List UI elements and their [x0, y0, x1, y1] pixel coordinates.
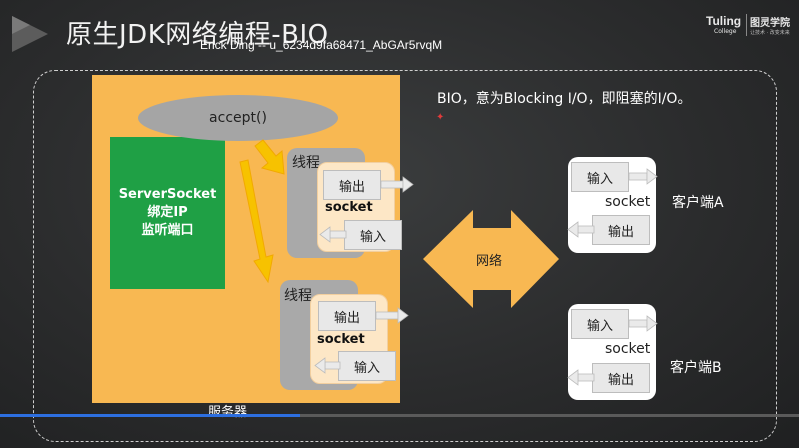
client-b-name: 客户端B [670, 360, 722, 376]
client-b-socket-label: socket [605, 341, 651, 357]
server-socket-panel: ServerSocket 绑定IP 监听端口 [110, 137, 225, 289]
thread-label-2: 线程 [284, 288, 312, 304]
thread-output-2: 输出 [318, 301, 376, 331]
thread-socket-label-1: socket [325, 200, 373, 215]
laser-pointer-icon: ✦ [436, 112, 445, 123]
brand-name: Tuling [706, 14, 742, 28]
thread-1-output-arrow [380, 176, 414, 193]
server-label: 服务器 [208, 405, 248, 420]
thread-1-input-arrow [319, 226, 347, 243]
client-a-input-arrow [628, 168, 658, 185]
brand-sub: College [714, 28, 737, 35]
server-socket-line-2: 绑定IP [147, 205, 188, 220]
network-double-arrow [423, 210, 559, 308]
thread-2-input-arrow [314, 357, 341, 374]
thread-socket-label-2: socket [317, 332, 365, 347]
brand-cn-name: 图灵学院 [750, 18, 790, 29]
client-a-output-arrow [567, 221, 595, 238]
thread-input-1: 输入 [344, 220, 402, 250]
diagram-frame [33, 70, 777, 442]
client-b-input: 输入 [571, 309, 629, 339]
client-a-output: 输出 [592, 215, 650, 245]
watermark-text: Erick Ding -- u_6234d9fa68471_AbGAr5rvqM [200, 38, 443, 52]
thread-label-1: 线程 [292, 155, 320, 171]
network-label: 网络 [476, 254, 503, 269]
brand-logo: Tuling College 图灵学院 让技术 · 改变未来 [706, 12, 792, 40]
thread-output-1: 输出 [323, 170, 381, 200]
brand-divider [746, 14, 747, 36]
client-a-name: 客户端A [672, 195, 724, 211]
client-a-input: 输入 [571, 162, 629, 192]
thread-2-output-arrow [375, 307, 409, 324]
page-title: 原生JDK网络编程-BIO [66, 20, 329, 50]
client-b-output-arrow [567, 369, 595, 386]
video-progress-track[interactable] [300, 414, 799, 417]
client-a-socket-label: socket [605, 194, 651, 210]
server-socket-line-3: 监听端口 [141, 223, 194, 238]
logo-triangle-icon [12, 16, 48, 52]
accept-arrow-1 [254, 139, 285, 175]
client-b-output: 输出 [592, 363, 650, 393]
client-b-input-arrow [628, 315, 658, 332]
server-socket-line-1: ServerSocket [118, 187, 217, 202]
video-progress-bar[interactable] [0, 414, 300, 417]
brand-slogan: 让技术 · 改变未来 [750, 30, 790, 36]
accept-node: accept() [138, 95, 338, 141]
accept-arrow-2 [239, 159, 274, 284]
bio-description: BIO，意为Blocking I/O，即阻塞的I/O。 [437, 91, 692, 107]
